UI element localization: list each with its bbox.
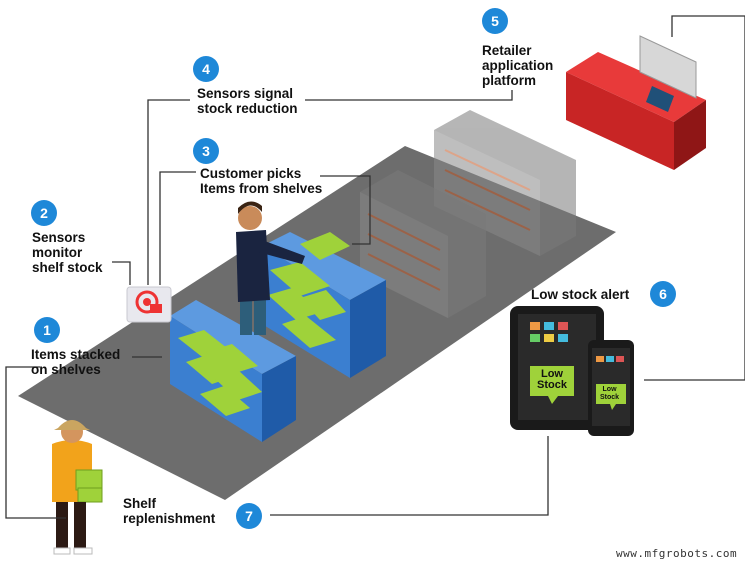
- step-4-label: Sensors signal stock reduction: [197, 86, 298, 116]
- tablet-alert-text: Low Stock: [537, 368, 567, 391]
- step-6-badge: 6: [650, 281, 676, 307]
- connector-lines: [5, 15, 745, 519]
- step-3-badge: 3: [193, 138, 219, 164]
- step-6-label: Low stock alert: [531, 287, 630, 302]
- customer-figure: [236, 201, 350, 335]
- step-1-label: Items stacked on shelves: [31, 347, 121, 377]
- phone-device: [588, 340, 634, 436]
- shelf-front: [170, 300, 296, 442]
- step-1-badge: 1: [34, 317, 60, 343]
- shelf-sensor-icon: [126, 286, 172, 323]
- tablet-device: [510, 306, 604, 430]
- step-4-badge: 4: [193, 56, 219, 82]
- step-5-badge: 5: [482, 8, 508, 34]
- worker-figure: [52, 420, 103, 555]
- shelf-middle: [262, 232, 386, 378]
- step-7-badge: 7: [236, 503, 262, 529]
- watermark-text: www.mfgrobots.com: [616, 547, 738, 560]
- step-2-label: Sensors monitor shelf stock: [32, 230, 103, 275]
- phone-alert-text: Low Stock: [600, 386, 620, 401]
- ghost-shelf-middle: [360, 170, 486, 318]
- step-2-badge: 2: [31, 200, 57, 226]
- step-3-label: Customer picks Items from shelves: [200, 166, 323, 196]
- step-5-label: Retailer application platform: [482, 43, 554, 88]
- step-7-label: Shelf replenishment: [123, 496, 216, 526]
- retailer-counter: [566, 35, 706, 170]
